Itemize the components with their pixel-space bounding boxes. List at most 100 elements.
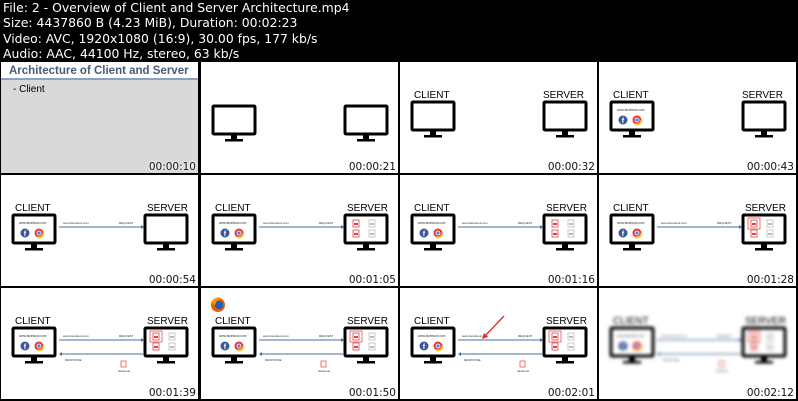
thumbnail-timestamp: 00:01:16 — [547, 274, 595, 286]
server-label: SERVER — [147, 203, 188, 214]
server-label: SERVER — [546, 316, 587, 327]
monitor-icon — [542, 326, 588, 364]
svg-text:www.facebook.com: www.facebook.com — [661, 221, 687, 225]
svg-text:www.facebook.com: www.facebook.com — [617, 334, 645, 338]
thumbnail-timestamp: 00:00:21 — [348, 161, 396, 173]
svg-text:REQUEST: REQUEST — [319, 334, 334, 338]
monitor-icon: www.facebook.com f — [609, 326, 655, 364]
video-thumbnail[interactable]: CLIENT SERVER www.facebook.com f www.face… — [400, 175, 597, 286]
monitor-icon — [343, 104, 389, 142]
svg-text:www.facebook.com: www.facebook.com — [462, 221, 488, 225]
server-label: SERVER — [742, 90, 783, 101]
monitor-icon: www.facebook.com f — [609, 100, 655, 138]
server-label: SERVER — [147, 316, 188, 327]
facebook-icon — [20, 228, 30, 238]
svg-text:www.facebook.com: www.facebook.com — [263, 334, 289, 338]
svg-text:RESPONSE: RESPONSE — [663, 358, 680, 362]
video-thumbnail[interactable]: CLIENT SERVER www.facebook.com f www.face… — [400, 288, 597, 399]
video-thumbnail[interactable]: CLIENT SERVER www.facebook.com f 00:00:43 — [599, 62, 796, 173]
monitor-icon: www.facebook.com f — [410, 213, 456, 251]
server-label: SERVER — [347, 203, 388, 214]
thumbnail-timestamp: 00:01:50 — [348, 387, 396, 399]
thumbnail-timestamp: 00:01:05 — [348, 274, 396, 286]
server-label: SERVER — [546, 203, 587, 214]
monitor-icon: www.facebook.com f — [11, 326, 57, 364]
thumbnail-timestamp: 00:00:54 — [148, 274, 196, 286]
monitor-icon: www.facebook.com f — [609, 213, 655, 251]
monitor-icon — [542, 100, 588, 138]
svg-text:REQUEST: REQUEST — [518, 221, 533, 225]
svg-text:f: f — [622, 231, 625, 238]
facebook-icon — [419, 341, 429, 351]
svg-text:REQUEST: REQUEST — [119, 221, 134, 225]
monitor-icon: www.facebook.com f — [11, 213, 57, 251]
svg-text:f: f — [423, 231, 426, 238]
server-label: SERVER — [543, 90, 584, 101]
svg-text:f: f — [24, 231, 27, 238]
facebook-icon — [618, 341, 628, 351]
svg-text:f: f — [224, 231, 227, 238]
svg-text:www.facebook.com: www.facebook.com — [219, 334, 247, 338]
client-label: CLIENT — [414, 316, 450, 327]
svg-text:REQUEST: REQUEST — [518, 334, 533, 338]
file-name-line: File: 2 - Overview of Client and Server … — [3, 0, 350, 15]
svg-text:www.facebook.com: www.facebook.com — [462, 334, 488, 338]
file-icon — [120, 360, 127, 368]
svg-text:RESPONSE: RESPONSE — [464, 358, 481, 362]
thumbnail-timestamp: 00:02:01 — [547, 387, 595, 399]
thumbnail-grid: Architecture of Client and Server - Clien… — [0, 62, 798, 401]
client-label: CLIENT — [414, 90, 450, 101]
client-label: CLIENT — [215, 316, 251, 327]
file-size-line: Size: 4437860 B (4.23 MiB), Duration: 00… — [3, 15, 298, 31]
monitor-icon — [741, 213, 787, 251]
facebook-icon — [220, 341, 230, 351]
monitor-icon — [143, 326, 189, 364]
svg-text:REQUEST: REQUEST — [717, 334, 732, 338]
svg-text:facebook: facebook — [318, 369, 331, 373]
monitor-icon: www.facebook.com f — [211, 213, 257, 251]
monitor-icon — [542, 213, 588, 251]
svg-text:REQUEST: REQUEST — [319, 221, 334, 225]
svg-text:REQUEST: REQUEST — [119, 334, 134, 338]
server-label: SERVER — [745, 316, 786, 327]
video-thumbnail[interactable]: Architecture of Client and Server - Clien… — [1, 62, 198, 173]
file-icon — [320, 360, 327, 368]
server-label: SERVER — [745, 203, 786, 214]
svg-text:facebook: facebook — [716, 369, 729, 373]
svg-text:www.facebook.com: www.facebook.com — [617, 108, 645, 112]
svg-text:f: f — [622, 344, 625, 351]
client-label: CLIENT — [414, 203, 450, 214]
svg-text:facebook: facebook — [118, 369, 131, 373]
slide-subtitle: - Client — [13, 84, 45, 95]
monitor-icon: www.facebook.com f — [410, 326, 456, 364]
video-thumbnail[interactable]: CLIENT SERVER www.facebook.com f www.face… — [599, 288, 796, 399]
svg-text:www.facebook.com: www.facebook.com — [219, 221, 247, 225]
monitor-icon — [211, 104, 257, 142]
client-label: CLIENT — [613, 90, 649, 101]
svg-text:www.facebook.com: www.facebook.com — [19, 221, 47, 225]
video-thumbnail[interactable]: 00:00:21 — [201, 62, 398, 173]
facebook-icon — [618, 228, 628, 238]
monitor-icon — [410, 100, 456, 138]
slide-title: Architecture of Client and Server — [1, 62, 198, 80]
thumbnail-timestamp: 00:00:43 — [746, 161, 794, 173]
svg-text:f: f — [24, 344, 27, 351]
thumbnail-timestamp: 00:01:28 — [746, 274, 794, 286]
client-label: CLIENT — [613, 316, 649, 327]
monitor-icon — [343, 326, 389, 364]
audio-info-line: Audio: AAC, 44100 Hz, stereo, 63 kb/s — [3, 46, 240, 62]
thumbnail-timestamp: 00:00:10 — [148, 161, 196, 173]
file-icon — [718, 360, 725, 368]
facebook-icon — [618, 115, 628, 125]
file-info: File: 2 - Overview of Client and Server … — [3, 0, 349, 62]
monitor-icon — [343, 213, 389, 251]
facebook-icon — [419, 228, 429, 238]
firefox-icon — [211, 297, 225, 312]
svg-text:f: f — [622, 118, 625, 125]
